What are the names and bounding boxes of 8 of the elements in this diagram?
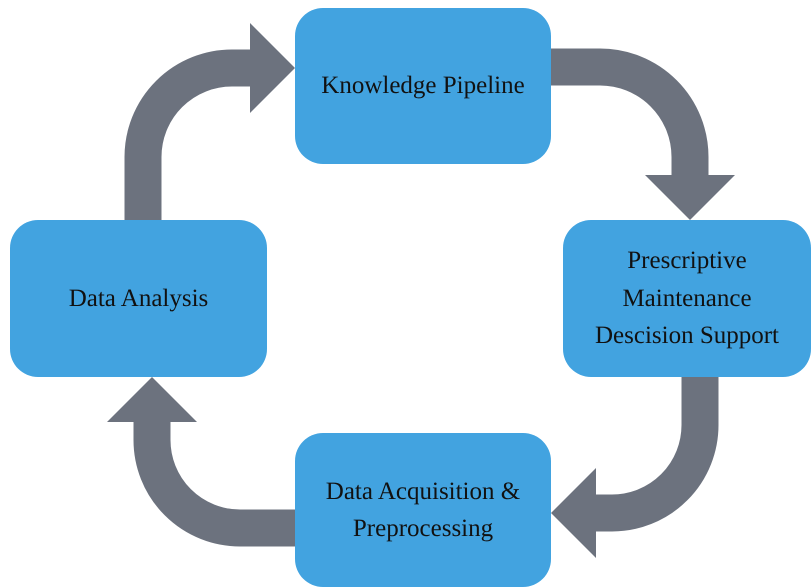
box-label: Data Acquisition & Preprocessing [324, 476, 522, 544]
process-box [295, 433, 551, 587]
box-label: Data Analysis [68, 284, 208, 314]
box-label: Knowledge Pipeline [321, 71, 525, 102]
process-box [10, 220, 267, 377]
box-label: Prescriptive Maintenance Descision Support [594, 246, 780, 352]
process-box [563, 220, 811, 377]
process-box [295, 8, 551, 164]
